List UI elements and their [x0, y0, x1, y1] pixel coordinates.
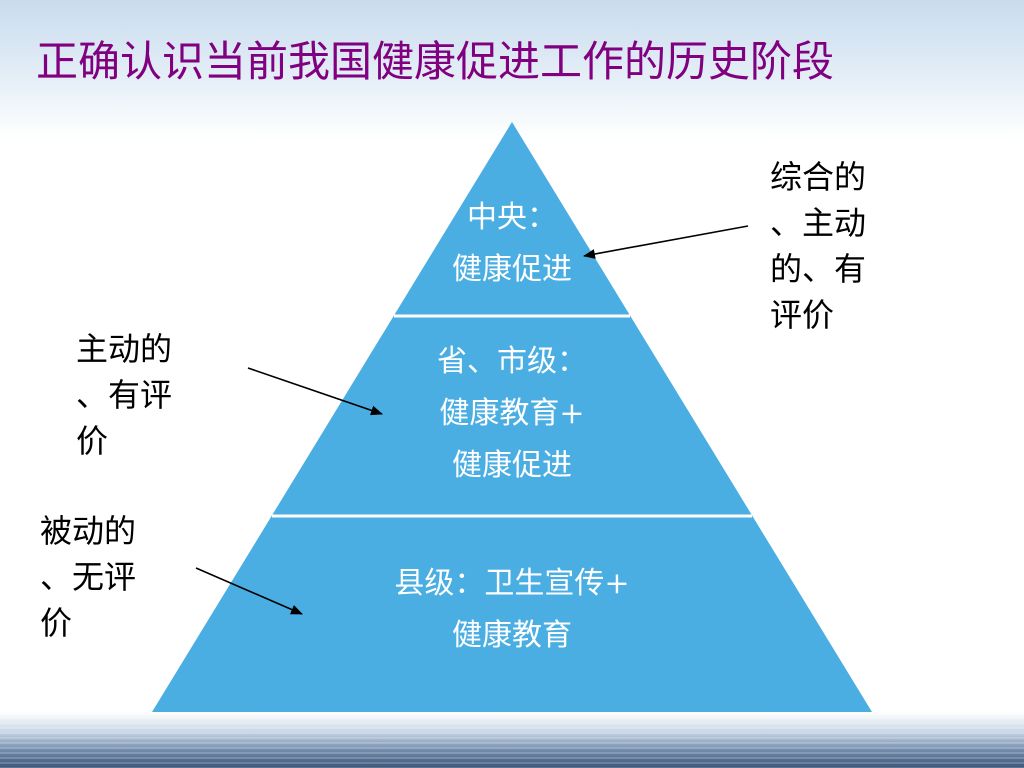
note-top-right-line-1: 综合的	[770, 158, 867, 196]
note-bottom-left: 被动的 、无评 价	[40, 508, 170, 646]
note-middle-left-line-3: 价	[76, 422, 109, 460]
pyramid-middle-line-2: 健康教育+	[439, 396, 585, 431]
pyramid-bottom-line-1: 县级：卫生宣传+	[394, 566, 630, 601]
pyramid-top-line-2: 健康促进	[452, 252, 572, 287]
pyramid-bottom-line-2: 健康教育	[452, 618, 572, 653]
pyramid-middle-line-1: 省、市级：	[437, 344, 587, 379]
pyramid-shape	[152, 122, 872, 712]
header-gradient-band	[0, 0, 1024, 140]
note-bottom-left-line-1: 被动的	[40, 512, 137, 550]
page-title: 正确认识当前我国健康促进工作的历史阶段	[36, 37, 835, 86]
arrow-bottom-left	[195, 567, 303, 615]
pyramid-top-line-1: 中央：	[467, 200, 557, 235]
footer-water-band	[0, 712, 1024, 768]
note-middle-left-line-2: 、有评	[76, 376, 173, 414]
note-middle-left-line-1: 主动的	[76, 330, 173, 368]
note-top-right: 综合的 、主动 的、有 评价	[770, 154, 900, 338]
note-middle-left: 主动的 、有评 价	[76, 326, 206, 464]
note-bottom-left-line-3: 价	[40, 604, 73, 642]
pyramid-level-top: 中央： 健康促进	[412, 192, 612, 296]
note-top-right-line-3: 的、有	[770, 250, 867, 288]
note-bottom-left-line-2: 、无评	[40, 558, 137, 596]
note-top-right-line-4: 评价	[770, 296, 835, 334]
pyramid-level-bottom: 县级：卫生宣传+ 健康教育	[332, 558, 692, 662]
arrow-middle-left	[247, 367, 383, 416]
pyramid-level-middle: 省、市级： 健康教育+ 健康促进	[382, 336, 642, 492]
pyramid-middle-line-3: 健康促进	[452, 448, 572, 483]
note-top-right-line-2: 、主动	[770, 204, 867, 242]
arrow-top-right	[583, 225, 749, 259]
